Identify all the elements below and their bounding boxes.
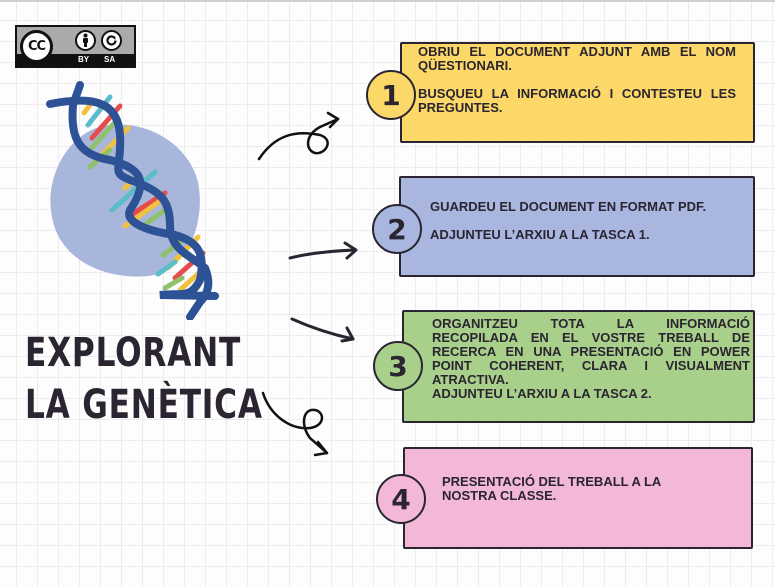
page-title: EXPLORANT LA GENÈTICA: [25, 327, 263, 431]
cc-by-sa-license-badge[interactable]: CC BY SA: [15, 25, 136, 68]
step-text-1: OBRIU EL DOCUMENT ADJUNT AMB EL NOM QÜES…: [418, 45, 736, 115]
step-card-4: [403, 447, 753, 549]
step-number-badge-2: 2: [372, 204, 422, 254]
share-alike-icon: [101, 30, 122, 51]
step-1-paragraph-1: OBRIU EL DOCUMENT ADJUNT AMB EL NOM QÜES…: [418, 44, 736, 73]
title-line-1: EXPLORANT: [25, 330, 242, 376]
sa-label: SA: [104, 55, 116, 64]
dna-helix-illustration: [46, 81, 219, 320]
step-3-paragraph-2: ADJUNTEU L’ARXIU A LA TASCA 2.: [432, 386, 652, 401]
step-text-3: ORGANITZEU TOTA LA INFORMACIÓ RECOPILADA…: [432, 317, 750, 401]
step-2-paragraph-2: ADJUNTEU L’ARXIU A LA TASCA 1.: [430, 227, 650, 242]
step-text-2: GUARDEU EL DOCUMENT EN FORMAT PDF. ADJUN…: [430, 200, 750, 242]
step-4-paragraph-1: PRESENTACIÓ DEL TREBALL A LA NOSTRA CLAS…: [442, 474, 661, 503]
step-3-paragraph-1: ORGANITZEU TOTA LA INFORMACIÓ RECOPILADA…: [432, 316, 750, 387]
step-card-3: [402, 310, 755, 423]
step-number-badge-4: 4: [376, 474, 426, 524]
step-2-paragraph-1: GUARDEU EL DOCUMENT EN FORMAT PDF.: [430, 199, 707, 214]
step-number-badge-3: 3: [373, 341, 423, 391]
curly-arrow-icon: [257, 111, 340, 161]
by-label: BY: [78, 55, 90, 64]
step-number-badge-1: 1: [366, 70, 416, 120]
step-card-2: [399, 176, 755, 277]
step-1-paragraph-2: BUSQUEU LA INFORMACIÓ I CONTESTEU LES PR…: [418, 86, 736, 115]
step-text-4: PRESENTACIÓ DEL TREBALL A LA NOSTRA CLAS…: [442, 475, 702, 503]
title-line-2: LA GENÈTICA: [25, 382, 263, 428]
top-border: [0, 0, 775, 2]
arrow-right-icon: [288, 241, 358, 260]
arrow-down-right-icon: [290, 317, 355, 343]
creative-commons-icon: CC: [20, 30, 53, 63]
attribution-icon: [75, 30, 96, 51]
curly-arrow-down-icon: [261, 391, 329, 457]
